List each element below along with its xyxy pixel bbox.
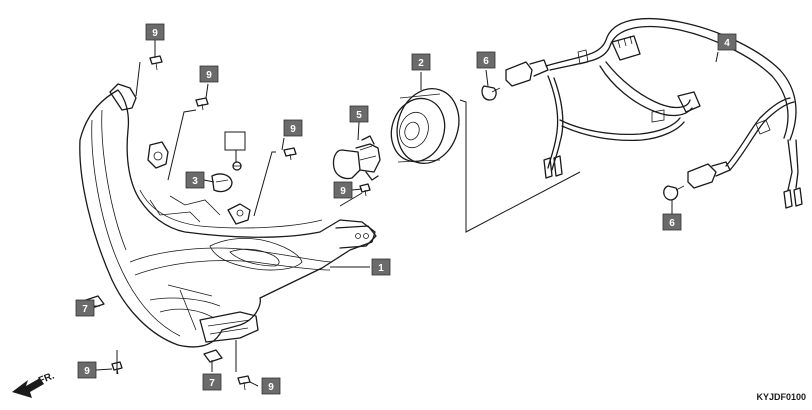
svg-text:5: 5: [356, 110, 362, 121]
leader-lines: [92, 40, 719, 387]
part-tag-9-bottom: 9: [261, 377, 281, 395]
svg-text:9: 9: [206, 70, 212, 81]
part-tag-9-upper: 9: [199, 65, 219, 83]
screw-9-socket: [359, 183, 371, 197]
svg-text:1: 1: [378, 263, 384, 274]
svg-text:7: 7: [82, 304, 88, 315]
bulb-socket-top: [505, 59, 549, 87]
svg-text:2: 2: [418, 58, 424, 69]
screw-9-upper: [195, 97, 209, 111]
svg-text:7: 7: [209, 378, 215, 389]
part-tag-9-top: 9: [145, 23, 165, 41]
part-tag-6-bottom: 6: [662, 213, 682, 231]
part-tag-6-top: 6: [476, 51, 496, 69]
screw-9-top: [149, 55, 163, 71]
part-tag-9-socket: 9: [333, 181, 353, 199]
direction-label: FR.: [37, 370, 56, 386]
part-tag-4: 4: [717, 33, 737, 51]
sub-harness: [543, 17, 803, 209]
diagram-code: KYJDF0100: [756, 392, 806, 402]
part-tag-3: 3: [185, 171, 205, 189]
part-tag-9-mid: 9: [283, 119, 303, 137]
position-bulb-bottom: [663, 185, 685, 201]
part-tag-blank: [224, 131, 246, 151]
headlight-bulb: [332, 135, 381, 181]
part-tag-1: 1: [371, 258, 391, 276]
svg-text:3: 3: [192, 176, 198, 187]
svg-text:9: 9: [152, 28, 158, 39]
part-tag-5: 5: [349, 105, 369, 123]
nut-unlabeled: [232, 161, 242, 171]
screw-9-bottom: [237, 375, 251, 391]
svg-text:9: 9: [290, 124, 296, 135]
dust-cover: [390, 88, 460, 164]
part-tag-9-bottom-left: 9: [77, 361, 97, 379]
headlight-assembly: [79, 83, 377, 348]
part-tag-7-bottom: 7: [202, 373, 222, 391]
svg-text:9: 9: [84, 366, 90, 377]
part-tag-7-left: 7: [75, 299, 95, 317]
clip-3: [211, 173, 233, 193]
position-bulb-top: [481, 85, 501, 101]
svg-text:9: 9: [268, 382, 274, 393]
svg-text:9: 9: [340, 186, 346, 197]
clip-nut-7-bottom: [203, 349, 223, 363]
part-tag-2: 2: [411, 53, 431, 71]
front-direction-arrow: FR.: [12, 370, 56, 398]
screw-9-mid: [283, 147, 297, 161]
bulb-socket-bottom: [687, 161, 731, 189]
svg-text:6: 6: [483, 56, 489, 67]
svg-text:4: 4: [724, 38, 730, 49]
svg-text:6: 6: [669, 218, 675, 229]
